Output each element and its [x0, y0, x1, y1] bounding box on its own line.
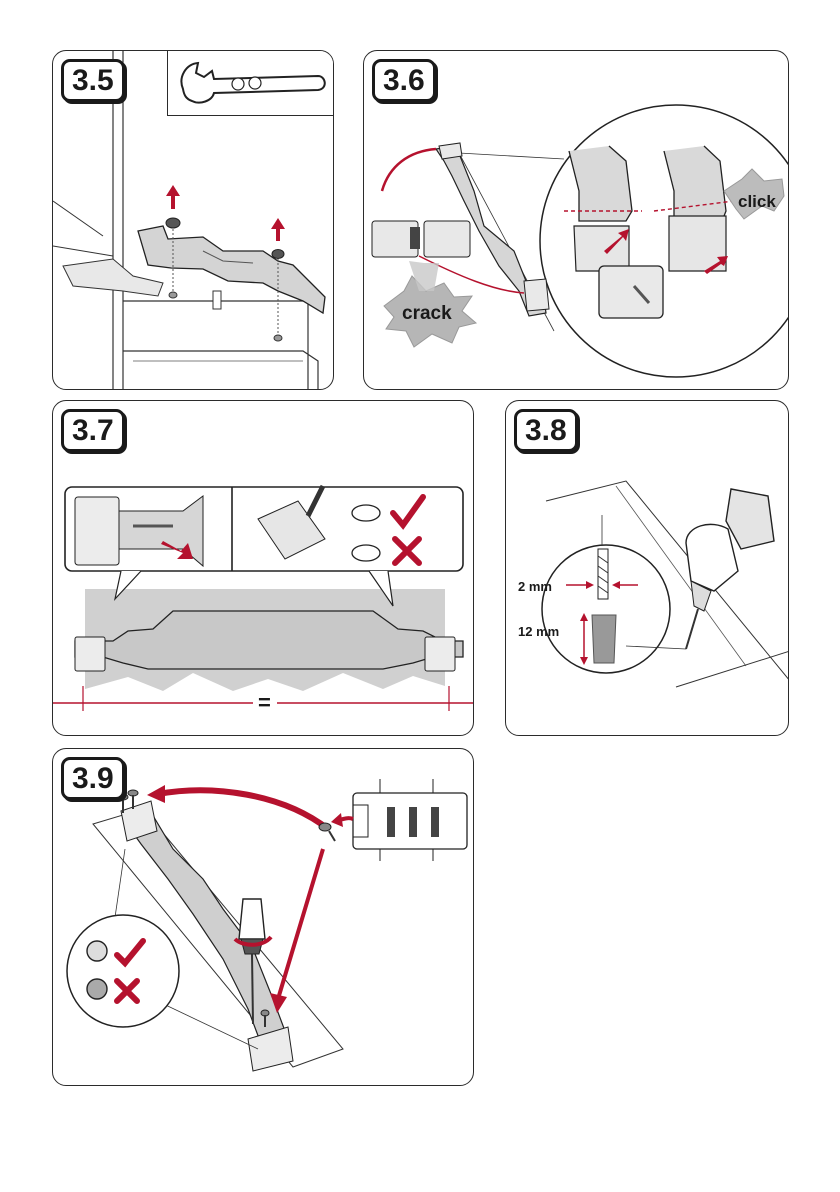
step-3-6-panel: crack click 3.6	[363, 50, 789, 390]
wrench-inset	[167, 50, 334, 116]
step-3-5-panel: 3.5	[52, 50, 334, 390]
step-number: 3.6	[372, 59, 436, 102]
arrow-up-icon	[271, 218, 285, 241]
wrench-icon	[168, 50, 334, 115]
step-number: 3.9	[61, 757, 125, 800]
step-number: 3.5	[61, 59, 125, 102]
step-number: 3.8	[514, 409, 578, 452]
step-number: 3.7	[61, 409, 125, 452]
arrow-up-icon	[166, 185, 180, 209]
drill-icon	[686, 489, 774, 649]
step-3-7-panel: = 3.7	[52, 400, 474, 736]
step-3-9-panel: 3.9	[52, 748, 474, 1086]
crack-label: crack	[402, 303, 452, 324]
screw-icon	[319, 823, 335, 841]
hole-diameter-label: 2 mm	[518, 579, 552, 594]
click-label: click	[738, 192, 776, 211]
equal-distance-label: =	[258, 690, 271, 715]
step-3-8-panel: 2 mm 12 mm 3.8	[505, 400, 789, 736]
hole-depth-label: 12 mm	[518, 624, 559, 639]
